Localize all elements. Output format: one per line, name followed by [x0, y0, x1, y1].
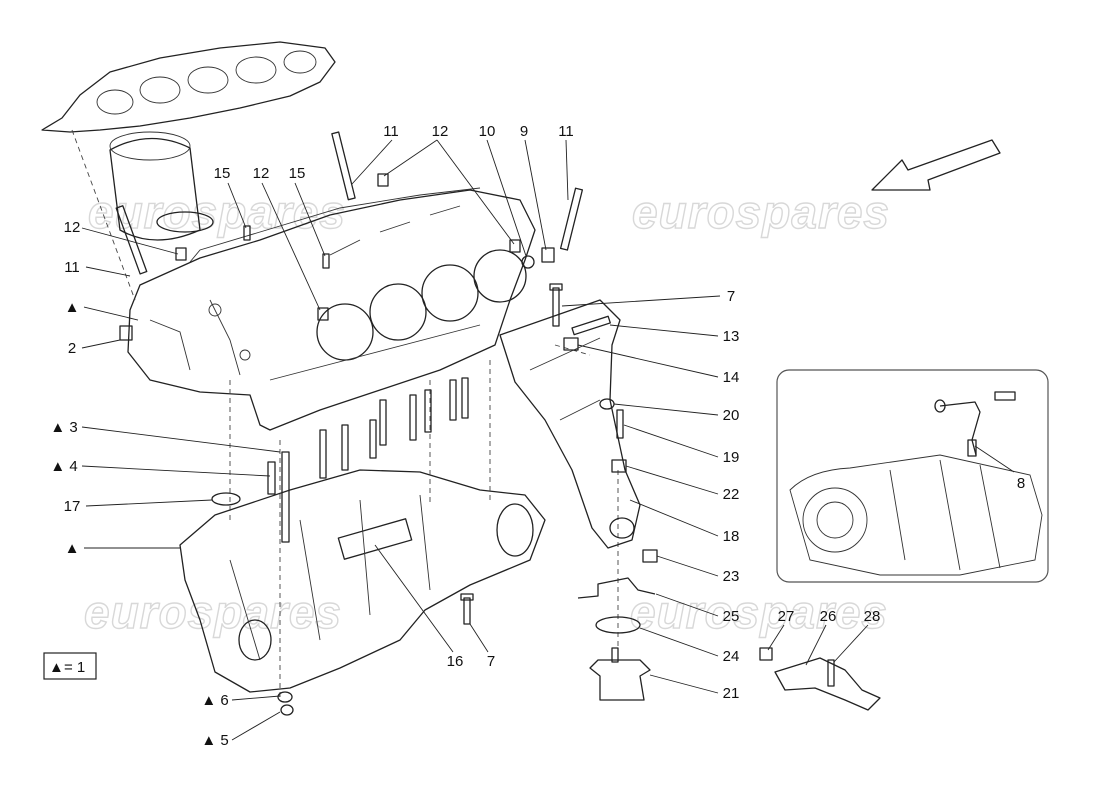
dowel-parts [119, 173, 555, 341]
label-triangle-lower: ▲ [65, 540, 80, 557]
watermark-bottom-left: eurospares [84, 586, 342, 638]
label-27: 27 [778, 608, 795, 625]
engine-mount-21 [589, 647, 651, 701]
label-15-right: 15 [289, 165, 306, 182]
washer-24 [595, 616, 641, 634]
crankcase-studs [319, 377, 469, 479]
label-7-lower: 7 [487, 653, 495, 670]
label-19: 19 [723, 449, 740, 466]
label-9: 9 [520, 123, 528, 140]
long-bolt-right [559, 187, 584, 251]
nut-23 [642, 549, 658, 563]
watermark-bottom-right: eurospares [630, 586, 888, 638]
legend-triangle-icon: ▲ [49, 659, 64, 676]
label-11-top-right: 11 [558, 123, 574, 140]
label-14: 14 [723, 369, 740, 386]
legend-text: = 1 [64, 659, 85, 676]
label-5: ▲ 5 [201, 732, 228, 749]
label-17: 17 [64, 498, 81, 515]
bolt-7-upper [549, 283, 563, 327]
inset-detail [776, 369, 1049, 583]
lower-crankcase [179, 469, 546, 693]
label-11-left: 11 [64, 259, 80, 276]
label-12-top: 12 [432, 123, 449, 140]
o-ring-17 [211, 492, 241, 506]
head-gasket [41, 41, 336, 133]
label-12-left: 12 [64, 219, 81, 236]
label-6: ▲ 6 [201, 692, 228, 709]
long-bolt-left [331, 131, 356, 201]
label-4: ▲ 4 [50, 458, 77, 475]
label-15-left: 15 [214, 165, 231, 182]
engine-mount-bracket [499, 299, 641, 549]
leader-lines [81, 139, 1015, 741]
label-26: 26 [820, 608, 837, 625]
label-23: 23 [723, 568, 740, 585]
label-7-upper: 7 [727, 288, 735, 305]
label-11-top-left: 11 [383, 123, 399, 140]
label-triangle-upper: ▲ [65, 299, 80, 316]
dowel-14 [563, 337, 579, 351]
label-28: 28 [864, 608, 881, 625]
cylinder-liner [109, 131, 214, 241]
long-bolt-front [115, 205, 148, 275]
part-labels: 11 12 10 9 11 15 12 15 12 11 ▲ 2 ▲ 3 ▲ 4… [50, 123, 1025, 749]
mount-clamp-25 [577, 577, 656, 599]
watermark-top-right: eurospares [632, 186, 890, 238]
label-8: 8 [1017, 475, 1025, 492]
label-16: 16 [447, 653, 464, 670]
label-13: 13 [723, 328, 740, 345]
upper-crankcase-block [127, 187, 536, 431]
bolt-13 [571, 315, 611, 336]
direction-arrow-icon [871, 139, 1001, 191]
label-25: 25 [723, 608, 740, 625]
label-12-middle: 12 [253, 165, 270, 182]
label-3: ▲ 3 [50, 419, 77, 436]
label-22: 22 [723, 486, 740, 503]
crankcase-bolts [267, 451, 474, 625]
label-24: 24 [723, 648, 740, 665]
label-20: 20 [723, 407, 740, 424]
bracket-26 [774, 657, 881, 711]
bushing-20 [599, 398, 615, 410]
washers-5-6 [277, 691, 294, 716]
watermark-group: eurospares eurospares eurospares eurospa… [83, 185, 890, 638]
bolt-28 [827, 659, 835, 687]
label-18: 18 [723, 528, 740, 545]
legend-box: ▲ = 1 [43, 652, 97, 680]
label-10: 10 [479, 123, 496, 140]
label-2: 2 [68, 340, 76, 357]
bolt-19 [616, 409, 624, 439]
nut-27 [759, 647, 773, 661]
label-21: 21 [723, 685, 740, 702]
